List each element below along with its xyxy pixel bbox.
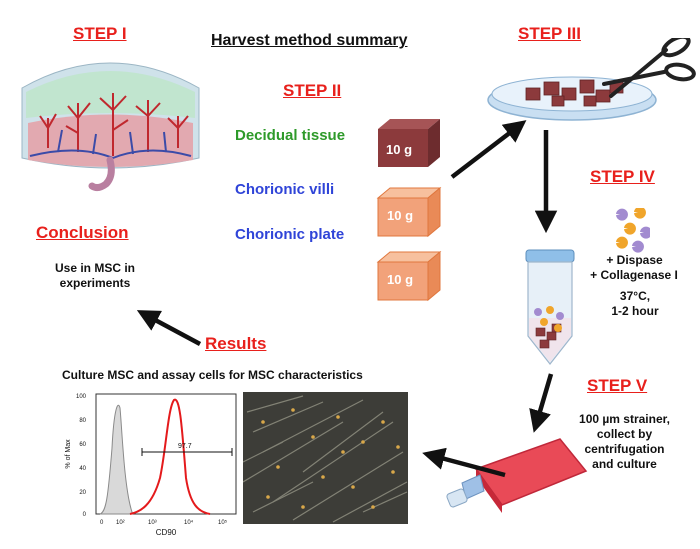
strainer-line-4: and culture [592,457,657,471]
x-tick-2: 10² [116,520,125,526]
y-tick-100: 100 [76,394,87,400]
x-tick-4: 10⁴ [184,519,194,526]
decidual-cube-weight: 10 g [386,142,413,157]
chorionic-plate-cube [376,250,442,302]
x-tick-0: 0 [100,520,104,526]
conclusion-line-1: Use in MSC in [54,261,135,275]
chorionic-villi-cube [376,186,442,238]
chorionic-villi-label: Chorionic villi [235,181,335,198]
y-tick-80: 80 [79,418,86,424]
x-axis-label: CD90 [156,528,177,537]
chorionic-plate-label: Chorionic plate [235,226,345,243]
y-tick-40: 40 [79,466,86,472]
cd90-histogram: 97.7 100 80 60 40 20 0 0 10² 10³ 10⁴ 10⁵… [65,393,237,537]
step-1-label: STEP I [73,24,127,43]
diagram-title: Harvest method summary [211,32,408,49]
strainer-line-3: centrifugation [584,442,665,456]
arrow-step4-to-step5 [529,373,554,433]
gate-value: 97.7 [178,443,192,450]
decidual-tissue-cube [378,119,440,167]
arrow-step5-to-results [422,447,506,478]
results-label: Results [205,334,267,353]
y-axis-label: % of Max [65,439,72,469]
strainer-line-2: collect by [596,427,653,441]
collagenase-label: + Collagenase I [590,268,678,282]
decidual-tissue-label: Decidual tissue [235,127,346,144]
conclusion-label: Conclusion [36,223,129,242]
step-2-label: STEP II [283,81,342,100]
scissors-icon [602,38,696,98]
step-4-label: STEP IV [590,167,655,186]
conclusion-line-2: experiments [59,276,131,290]
enzyme-icons [616,208,650,253]
x-tick-3: 10³ [148,520,157,526]
culture-flask [446,438,588,513]
plate-cube-weight: 10 g [387,272,414,287]
x-tick-5: 10⁵ [218,519,228,526]
y-tick-60: 60 [79,442,86,448]
step-3-label: STEP III [518,24,581,43]
y-tick-0: 0 [83,512,87,518]
centrifuge-tube [525,249,575,365]
arrow-results-to-conclusion [136,310,202,346]
temperature-label: 37°C, [619,289,651,303]
results-caption: Culture MSC and assay cells for MSC char… [62,368,363,382]
petri-dish-illustration [487,38,696,121]
strainer-line-1: 100 µm strainer, [579,412,670,426]
arrow-step2-to-step3 [450,120,527,179]
villi-cube-weight: 10 g [387,208,414,223]
duration-label: 1-2 hour [611,304,659,318]
msc-microscopy-image [243,392,408,524]
step-5-label: STEP V [587,376,648,395]
placenta-illustration [21,62,200,192]
y-tick-20: 20 [79,490,86,496]
dispase-label: + Dispase [606,253,663,267]
